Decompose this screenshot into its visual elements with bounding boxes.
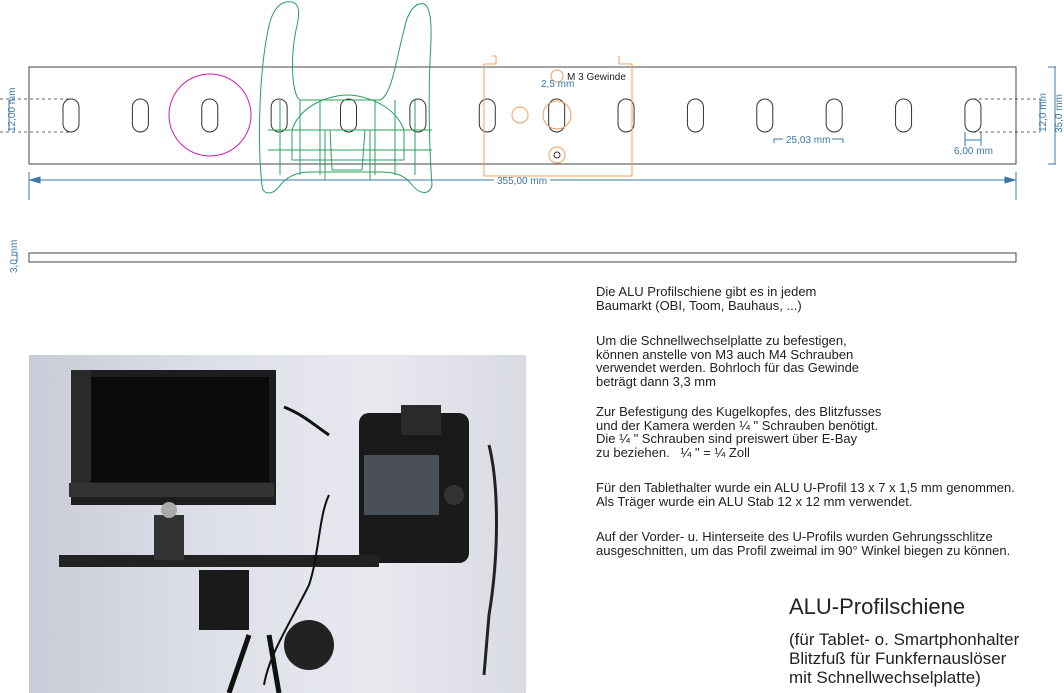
thickness-dimension: 3,0 mm	[9, 240, 20, 273]
slot-pitch-dimension: 25,03 mm	[786, 135, 830, 146]
page-subtitle: (für Tablet- o. Smartphonhalter Blitzfuß…	[789, 630, 1020, 687]
tablet-bracket-outline	[259, 1, 433, 194]
assembly-photo	[29, 355, 526, 693]
rail-in-photo	[59, 555, 379, 567]
note-screws: Zur Befestigung des Kugelkopfes, des Bli…	[596, 404, 882, 460]
slot	[756, 98, 774, 133]
slot	[340, 98, 358, 133]
slot	[895, 98, 913, 133]
note-tablet-holder: Für den Tablethalter wurde ein ALU U-Pro…	[596, 480, 1015, 509]
slot-height-dimension-left: 12,00 mm	[7, 88, 18, 132]
page-title: ALU-Profilschiene	[789, 594, 966, 619]
slot-height-guides	[0, 98, 1040, 133]
slot-width-dimension: 6,00 mm	[954, 146, 993, 157]
ballhead-footprint	[168, 73, 252, 157]
quick-release-plate-outline	[483, 55, 633, 177]
total-length-dimension: 355,00 mm	[497, 176, 547, 187]
slot	[409, 98, 427, 133]
dimension-lines	[8, 66, 1056, 262]
slot	[270, 98, 288, 133]
rail-top-view	[28, 66, 1017, 165]
note-availability: Die ALU Profilschiene gibt es in jedem B…	[596, 284, 817, 313]
slot	[131, 98, 149, 133]
note-miter-slots: Auf der Vorder- u. Hinterseite des U-Pro…	[596, 529, 1011, 558]
thread-hole-dimension: 2,5 mm	[541, 79, 574, 90]
note-quick-release: Um die Schnellwechselplatte zu befestige…	[596, 333, 860, 389]
total-height-dimension: 35,0 mm	[1054, 94, 1064, 133]
slots	[62, 98, 982, 133]
thread-annotation: M 3 Gewinde	[567, 72, 626, 83]
slot	[825, 98, 843, 133]
slot	[478, 98, 496, 133]
slot	[686, 98, 704, 133]
rail-side-view	[28, 252, 1017, 263]
slot	[548, 98, 566, 133]
slot	[201, 98, 219, 133]
slot	[617, 98, 635, 133]
slot	[62, 98, 80, 133]
slot-height-dimension-right: 12,0 mm	[1038, 93, 1049, 132]
slot	[964, 98, 982, 133]
